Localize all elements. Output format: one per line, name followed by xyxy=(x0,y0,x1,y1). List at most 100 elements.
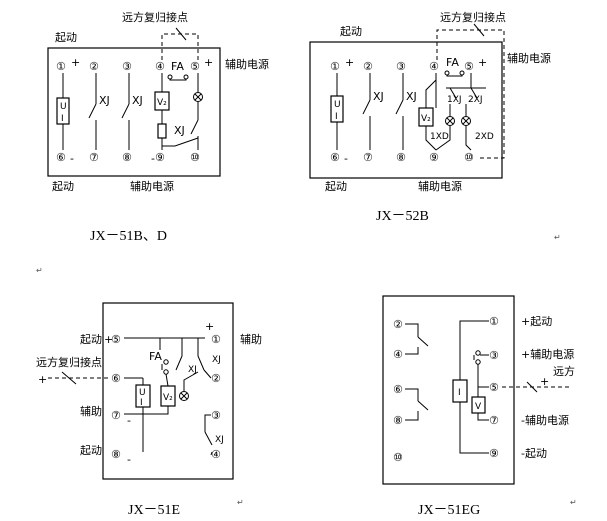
jx52b-t4: ④ xyxy=(429,60,439,73)
jx52b-xj-contact-1 xyxy=(362,99,371,115)
jx51e-t7: ⑦ xyxy=(111,409,121,422)
jx51e-remote-reset: 远方复归接点 xyxy=(36,355,102,369)
jx51bd-ui-u: U xyxy=(60,102,67,112)
jx51bd-t1-plus: + xyxy=(71,56,80,69)
jx51bd-xj-contact-2 xyxy=(121,103,130,119)
jx52b-t6-minus: - xyxy=(344,152,348,165)
jx51e-t1-plus: + xyxy=(205,320,214,333)
jx51bd-xj-contact-1 xyxy=(88,103,97,119)
jx51e-t3: ③ xyxy=(211,409,221,422)
jx51eg-v: V xyxy=(475,402,482,412)
jx51bd-t9: ⑨ xyxy=(155,151,165,164)
jx52b-t8: ⑧ xyxy=(396,151,406,164)
jx51e-frame xyxy=(102,302,234,480)
jx51bd-v2: V₂ xyxy=(157,98,167,108)
jx52b-2xd: 2XD xyxy=(475,132,494,142)
jx51e-t5-plus: + xyxy=(104,333,113,346)
jx52b-1xd: 1XD xyxy=(430,132,449,142)
jx51e-t7-minus: - xyxy=(127,414,131,427)
jx52b-t3: ③ xyxy=(396,60,406,73)
jx52b-2xj-contact xyxy=(470,87,478,99)
jx51e-t4: ④ xyxy=(211,448,221,461)
jx52b-1xj-contact xyxy=(449,87,457,99)
jx52b-t10: ⑩ xyxy=(464,151,474,164)
jx52b-remote-line xyxy=(436,29,505,159)
jx51eg-remote-plus: + xyxy=(540,375,549,388)
jx51eg-t4: ④ xyxy=(393,348,403,361)
jx51bd-t5: ⑤ xyxy=(190,60,200,73)
jx51bd-t7: ⑦ xyxy=(89,151,99,164)
jx51eg-t3: ③ xyxy=(489,349,499,362)
jx51bd-xj-coil xyxy=(157,123,167,139)
return-mark-3: ↵ xyxy=(237,498,244,507)
jx51e-xj-contact-2 xyxy=(197,338,205,371)
jx51e-remote-contact xyxy=(61,371,77,385)
jx51bd-xj-contact-3 xyxy=(190,119,199,135)
jx51e-plus-left: + xyxy=(38,373,47,386)
jx52b-t1-plus: + xyxy=(345,56,354,69)
jx51e-xj-contact-1 xyxy=(175,338,183,371)
caption-jx51eg: JX－51EG xyxy=(418,503,480,518)
jx52b-t5-plus: + xyxy=(478,56,487,69)
jx51e-t6: ⑥ xyxy=(111,372,121,385)
jx51bd-start-bottom: 起动 xyxy=(52,180,74,193)
jx51e-xj-3: XJ xyxy=(215,435,224,445)
jx51e-xj-contact-3 xyxy=(204,431,213,446)
jx51eg-t6: ⑥ xyxy=(393,383,403,396)
jx51bd-t5-plus: + xyxy=(204,56,213,69)
jx51bd-start-top: 起动 xyxy=(55,31,77,44)
jx51eg-t7: ⑦ xyxy=(489,414,499,427)
jx52b-2xj: 2XJ xyxy=(468,95,483,105)
jx52b-xj-1: XJ xyxy=(373,90,384,103)
caption-jx51e: JX－51E xyxy=(128,503,180,518)
return-mark-2: ↵ xyxy=(36,266,43,275)
jx51eg-remote: 远方 xyxy=(553,364,575,378)
jx51bd-t4: ④ xyxy=(155,60,165,73)
jx51e-aux-2: 辅助 xyxy=(240,332,262,346)
jx51bd-aux-power-right: 辅助电源 xyxy=(225,57,269,71)
jx52b-1xj: 1XJ xyxy=(447,95,462,105)
jx51e-start-1: 起动 xyxy=(80,333,102,346)
jx51eg-t8: ⑧ xyxy=(393,414,403,427)
svg-text:I: I xyxy=(335,112,338,122)
jx51bd-aux-power-bottom: 辅助电源 xyxy=(130,179,174,193)
jx51eg-contact-1 xyxy=(417,336,429,347)
jx51eg-contact-2 xyxy=(417,400,429,411)
jx51bd-t6: ⑥ xyxy=(56,151,66,164)
diagram-jx51bd: 起动 起动 辅助电源 辅助电源 远方复归接点 ① + ② ③ ④ ⑤ + ⑥ -… xyxy=(47,10,269,193)
return-mark-4: ↵ xyxy=(570,498,577,507)
jx51bd-t1: ① xyxy=(56,60,66,73)
jx51bd-t8: ⑧ xyxy=(122,151,132,164)
jx52b-t7: ⑦ xyxy=(363,151,373,164)
jx51e-fa: FA xyxy=(149,350,162,363)
jx51eg-minus-start: -起动 xyxy=(521,447,547,460)
jx52b-v2: V₂ xyxy=(421,114,431,124)
jx51bd-xj-1: XJ xyxy=(99,94,110,107)
diagram-jx51e: 起动 + ⑤ 远方复归接点 + ⑥ 辅助 ⑦ - 起动 ⑧ - + ① 辅助 ②… xyxy=(36,302,262,480)
jx52b-remote-contact xyxy=(473,23,485,37)
jx52b-xj-2: XJ xyxy=(406,90,417,103)
jx51eg-t5: ⑤ xyxy=(489,381,499,394)
jx51e-t8: ⑧ xyxy=(111,448,121,461)
jx51bd-ui-i: I xyxy=(61,114,64,124)
jx52b-t5: ⑤ xyxy=(464,60,474,73)
jx51eg-plus-aux-power: +辅助电源 xyxy=(521,347,574,361)
jx51bd-xj-3: XJ xyxy=(174,124,185,137)
jx51bd-t10: ⑩ xyxy=(190,151,200,164)
caption-jx51bd: JX－51B、D xyxy=(90,229,167,244)
svg-text:I: I xyxy=(140,398,143,408)
jx51eg-minus-aux-power: -辅助电源 xyxy=(521,413,569,427)
jx51eg-remote-contact xyxy=(526,381,538,393)
caption-jx52b: JX－52B xyxy=(376,209,429,224)
jx51eg-plus-start: +起动 xyxy=(521,315,552,328)
jx51bd-remote-contact xyxy=(175,27,187,41)
jx51bd-t2: ② xyxy=(89,60,99,73)
jx51eg-t1: ① xyxy=(489,315,499,328)
jx51bd-frame xyxy=(47,47,221,177)
svg-text:U: U xyxy=(334,100,341,110)
diagram-jx51eg: ② ④ ⑥ ⑧ ⑩ ① ③ ⑤ ⑦ ⑨ +起动 +辅助电源 远方 + -辅助电源… xyxy=(382,295,575,485)
jx52b-t6: ⑥ xyxy=(330,151,340,164)
jx52b-xj-contact-2 xyxy=(395,99,404,115)
jx51e-xj-2: XJ xyxy=(188,365,197,375)
